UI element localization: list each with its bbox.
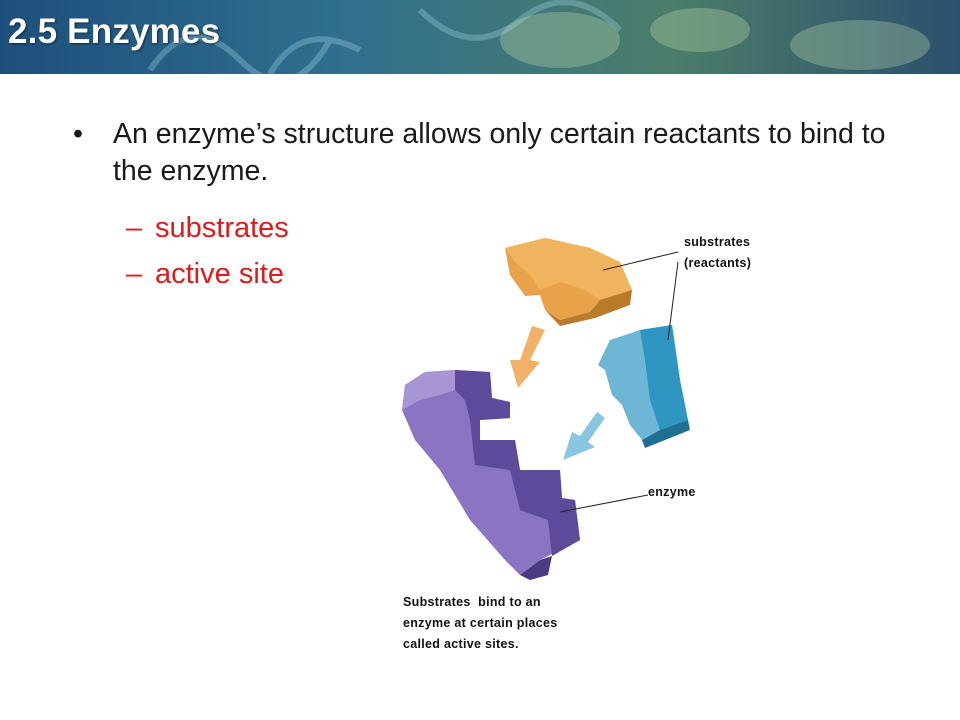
enzyme-shape [402,370,580,580]
subitem-dash: – [126,212,143,244]
label-enzyme: enzyme [648,485,696,499]
header-banner: 2.5 Enzymes [0,0,960,74]
blue-arrow [563,412,605,460]
enzyme-diagram: substrates (reactants) enzyme Substrates… [380,220,800,680]
enzyme-illustration [402,238,690,580]
label-substrates-line2: (reactants) [684,256,752,270]
bullet-marker: • [73,118,83,150]
header-background [0,0,960,74]
blue-substrate [598,325,690,448]
subitem-label: active site [155,258,284,290]
diagram-caption: Substrates bind to an enzyme at certain … [403,592,558,655]
label-substrates: substrates (reactants) [684,232,751,274]
label-substrates-line1: substrates [684,235,751,249]
slide-title: 2.5 Enzymes [8,12,221,51]
orange-arrow [510,326,545,388]
caption-line3: called active sites. [403,637,519,651]
caption-line2: enzyme at certain places [403,616,558,630]
caption-line1: Substrates bind to an [403,595,541,609]
leader-lines [559,251,679,513]
subitem-label: substrates [155,212,289,244]
subitem-dash: – [126,258,143,290]
orange-substrate [505,238,632,326]
bullet-text: An enzyme’s structure allows only certai… [113,118,886,187]
